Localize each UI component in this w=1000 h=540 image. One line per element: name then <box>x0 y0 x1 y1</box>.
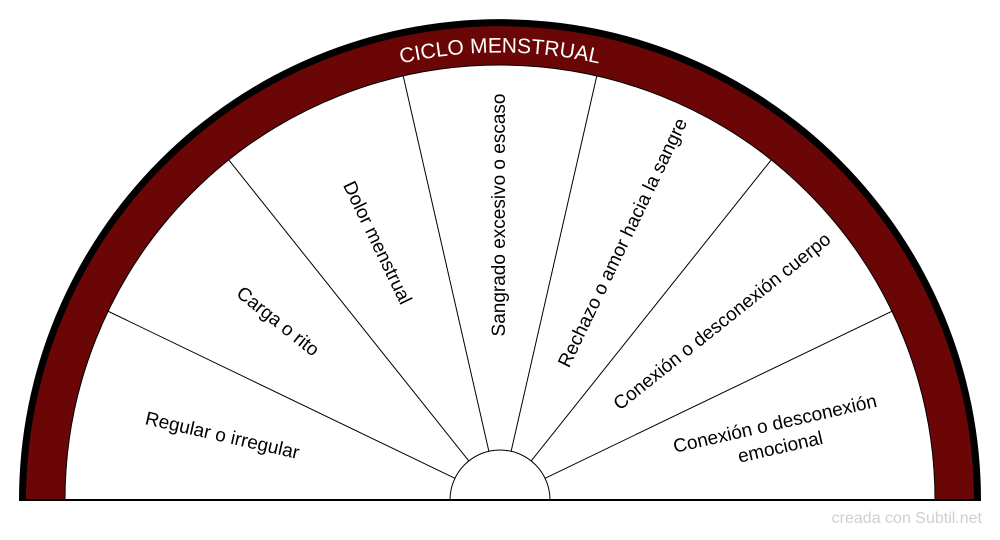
segment-label: Sangrado excesivo o escaso <box>489 94 510 337</box>
half-wheel <box>19 19 981 501</box>
segment-divider <box>544 310 893 479</box>
segment-divider <box>228 159 470 462</box>
credit-text: creada con Subtil.net <box>831 510 982 527</box>
segment-divider <box>107 310 456 479</box>
segment-label-line: Sangrado excesivo o escaso <box>489 94 510 337</box>
segment-divider <box>530 159 772 462</box>
segment-divider <box>402 75 490 452</box>
inner-white-area <box>64 64 936 501</box>
segment-divider <box>510 75 598 452</box>
segment-dividers <box>107 75 893 479</box>
center-hub <box>449 449 551 501</box>
